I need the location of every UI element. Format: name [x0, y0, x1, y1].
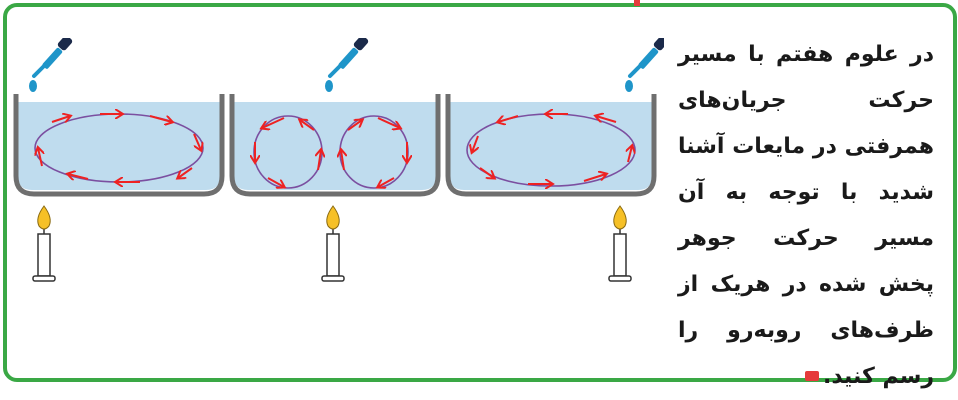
top-marker	[634, 0, 640, 6]
candle-icon	[32, 205, 56, 282]
container-middle	[229, 38, 441, 282]
flame-icon	[613, 205, 627, 230]
corner-marker	[805, 371, 819, 381]
candle-icon	[321, 205, 345, 282]
convection-illustration	[13, 38, 664, 282]
dropper-icon	[625, 38, 664, 92]
container-left	[13, 38, 225, 282]
flame-icon	[326, 205, 340, 230]
candle-icon	[608, 205, 632, 282]
container-right	[445, 38, 664, 282]
question-text: در علوم هفتم با مسیر حرکت جریان‌های همرف…	[678, 42, 934, 389]
dropper-icon	[29, 38, 73, 92]
flame-icon	[37, 205, 51, 230]
dropper-icon	[325, 38, 369, 92]
